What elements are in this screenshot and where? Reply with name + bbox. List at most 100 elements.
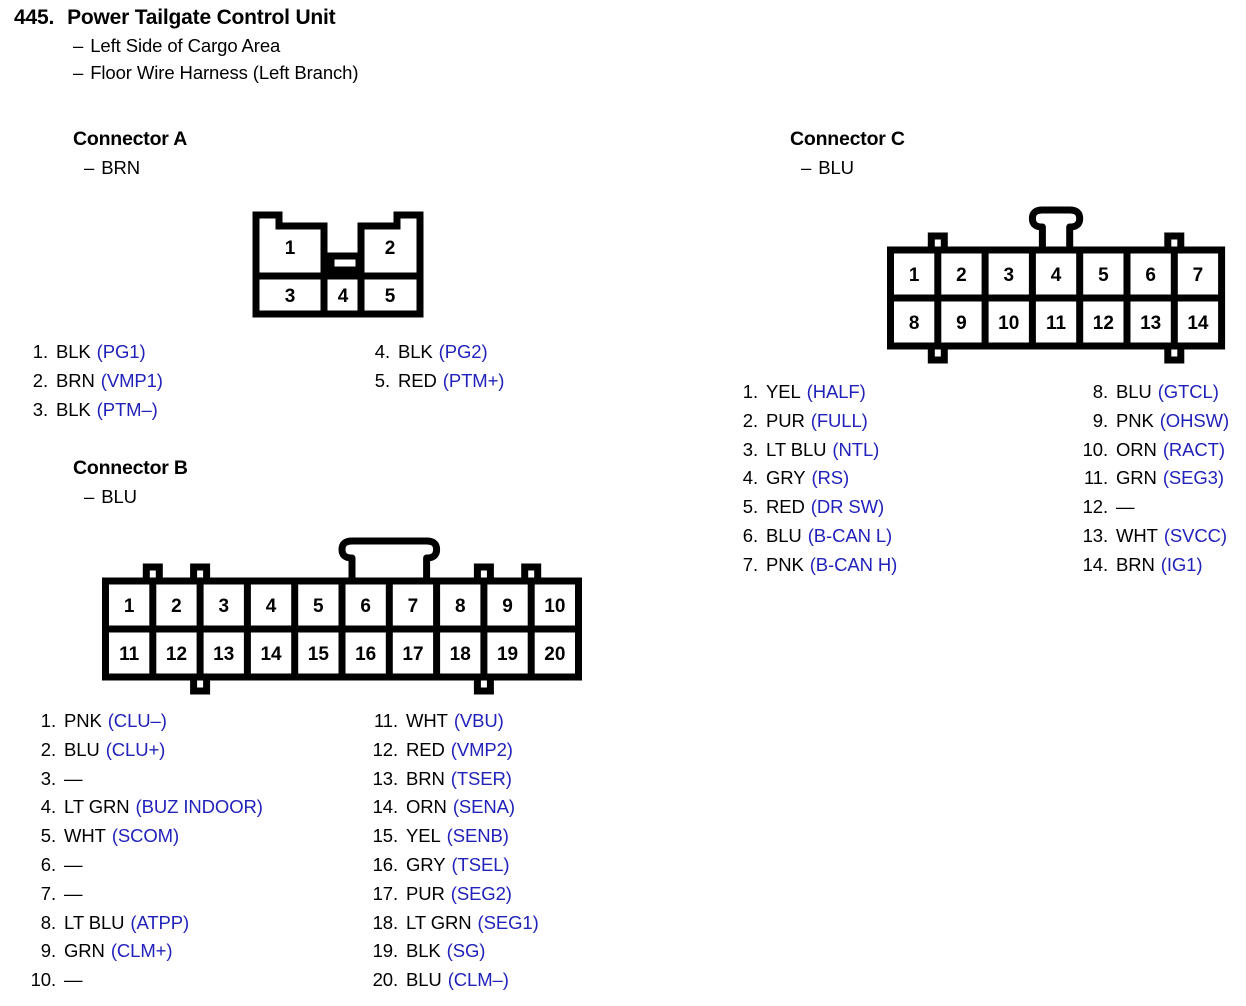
cavity-label-2: 2 — [171, 596, 182, 617]
pin-row: 15.YEL(SENB) — [360, 822, 539, 851]
pin-wire-color: WHT — [64, 825, 106, 847]
pin-wire-color: BLU — [406, 969, 442, 991]
pin-number: 19. — [372, 940, 399, 962]
pin-number: 6. — [40, 853, 56, 875]
pin-circuit-code: (ATPP) — [130, 911, 190, 933]
connector-a-pin-list: 1. BLK (PG1) 2. BRN (VMP1) 3. BLK (PTM–)… — [18, 338, 505, 424]
connector-c-color-text: BLU — [818, 157, 854, 178]
pin-row: 6. — — [18, 851, 360, 880]
pin-number: 1. — [742, 381, 758, 402]
cavity-label-7: 7 — [1193, 265, 1204, 286]
pin-wire-color: GRY — [406, 853, 446, 875]
cavity-label-4: 4 — [338, 286, 349, 307]
pin-number: 5. — [374, 369, 390, 391]
connector-b-pins-right: 11.WHT(VBU)12.RED(VMP2)13.BRN(TSER)14.OR… — [360, 707, 539, 995]
pin-wire-color: PNK — [1116, 409, 1154, 431]
item-number: 445. — [14, 6, 55, 29]
pin-circuit-code: (CLU–) — [107, 710, 167, 731]
pin-circuit-code: (TSEL) — [451, 853, 510, 875]
cavity-label-17: 17 — [402, 644, 423, 665]
pin-circuit-code: (SENA) — [452, 796, 515, 818]
pin-row: 13.WHT(SVCC) — [1070, 522, 1229, 551]
pin-wire-color: YEL — [406, 825, 441, 847]
cavity-label-18: 18 — [450, 644, 471, 665]
pin-number: 10. — [30, 969, 57, 991]
pin-number: 18. — [372, 911, 399, 933]
pin-wire-color: WHT — [406, 710, 448, 731]
pin-wire-color: PUR — [766, 409, 805, 431]
pin-number: 8. — [40, 911, 56, 933]
pin-number: 5. — [40, 825, 56, 847]
pin-circuit-code: (GTCL) — [1157, 381, 1219, 402]
pin-row: 5. RED (PTM+) — [360, 367, 505, 396]
pin-circuit-code: (PTM+) — [442, 369, 505, 391]
pin-row: 5. WHT(SCOM) — [18, 822, 360, 851]
connector-a-color: –BRN — [84, 157, 187, 179]
pin-row: 12.— — [1070, 493, 1229, 522]
pin-number: 12. — [372, 738, 399, 760]
cavity-label-6: 6 — [360, 596, 371, 617]
pin-circuit-code: (VMP2) — [450, 738, 513, 760]
cavity-label-6: 6 — [1145, 265, 1156, 286]
dash-glyph: – — [73, 35, 84, 56]
pin-wire-color: BLK — [56, 341, 91, 362]
pin-row: 1. BLK (PG1) — [18, 338, 360, 367]
pin-circuit-code: (OHSW) — [1159, 409, 1230, 431]
pin-circuit-code: (HALF) — [806, 381, 866, 402]
pin-number: 4. — [40, 796, 56, 818]
cavity-label-5: 5 — [385, 286, 396, 307]
pin-circuit-code: (IG1) — [1160, 553, 1203, 575]
pin-circuit-code: (B-CAN L) — [807, 524, 893, 546]
pin-circuit-code: (VBU) — [453, 710, 504, 731]
location-text: Left Side of Cargo Area — [90, 35, 281, 56]
harness-text: Floor Wire Harness (Left Branch) — [90, 62, 359, 83]
pin-row: 13.BRN(TSER) — [360, 765, 539, 794]
cavity-label-14: 14 — [260, 644, 282, 665]
pin-number: 11. — [373, 710, 398, 731]
pin-empty: — — [1116, 496, 1135, 518]
connector-c-pins-left: 1.YEL(HALF)2.PUR(FULL)3.LT BLU(NTL)4.GRY… — [728, 378, 1070, 580]
pin-circuit-code: (CLM–) — [447, 969, 509, 991]
cavity-label-13: 13 — [1140, 313, 1161, 334]
pin-wire-color: GRN — [1116, 467, 1157, 489]
cavity-label-1: 1 — [124, 596, 135, 617]
pin-row: 2.BLU(CLU+) — [18, 736, 360, 765]
pin-row: 8.LT BLU(ATPP) — [18, 909, 360, 938]
connector-a-heading: Connector A — [73, 128, 188, 150]
pin-row: 4.LT GRN(BUZ INDOOR) — [18, 793, 360, 822]
connector-b-pin-list: 1.PNK(CLU–)2.BLU(CLU+)3.—4.LT GRN(BUZ IN… — [18, 707, 539, 995]
pin-wire-color: BLU — [1116, 381, 1152, 402]
pin-row: 3.LT BLU(NTL) — [728, 436, 1070, 465]
dash-glyph: – — [801, 157, 812, 178]
connector-a-block: Connector A –BRN — [73, 128, 187, 179]
pin-wire-color: PUR — [406, 882, 445, 904]
pin-wire-color: WHT — [1116, 524, 1158, 546]
pin-row: 9.GRN(CLM+) — [18, 937, 360, 966]
pin-row: 11.GRN(SEG3) — [1070, 464, 1229, 493]
pin-empty: — — [64, 853, 83, 875]
pin-circuit-code: (SEG1) — [477, 911, 539, 933]
pin-number: 3. — [32, 398, 48, 420]
pin-circuit-code: (SG) — [446, 940, 486, 962]
pin-circuit-code: (SCOM) — [111, 825, 180, 847]
pin-number: 15. — [372, 825, 399, 847]
pin-circuit-code: (CLU+) — [105, 738, 166, 760]
pin-empty: — — [64, 767, 83, 789]
pin-circuit-code: (B-CAN H) — [809, 553, 898, 575]
pin-circuit-code: (SEG2) — [450, 882, 512, 904]
pin-empty: — — [64, 882, 83, 904]
pin-circuit-code: (FULL) — [810, 409, 868, 431]
cavity-label-3: 3 — [218, 596, 229, 617]
cavity-label-12: 12 — [166, 644, 187, 665]
pin-number: 14. — [372, 796, 399, 818]
pin-row: 12.RED(VMP2) — [360, 736, 539, 765]
pin-circuit-code: (NTL) — [832, 438, 880, 460]
connector-c-block: Connector C –BLU — [790, 128, 905, 179]
pin-circuit-code: (VMP1) — [100, 369, 163, 391]
pin-wire-color: BLK — [56, 398, 91, 420]
cavity-label-11: 11 — [1046, 313, 1067, 334]
cavity-label-3: 3 — [1003, 265, 1014, 286]
pin-number: 1. — [40, 710, 56, 731]
pin-row: 14.BRN(IG1) — [1070, 551, 1229, 580]
pin-wire-color: GRY — [766, 467, 806, 489]
